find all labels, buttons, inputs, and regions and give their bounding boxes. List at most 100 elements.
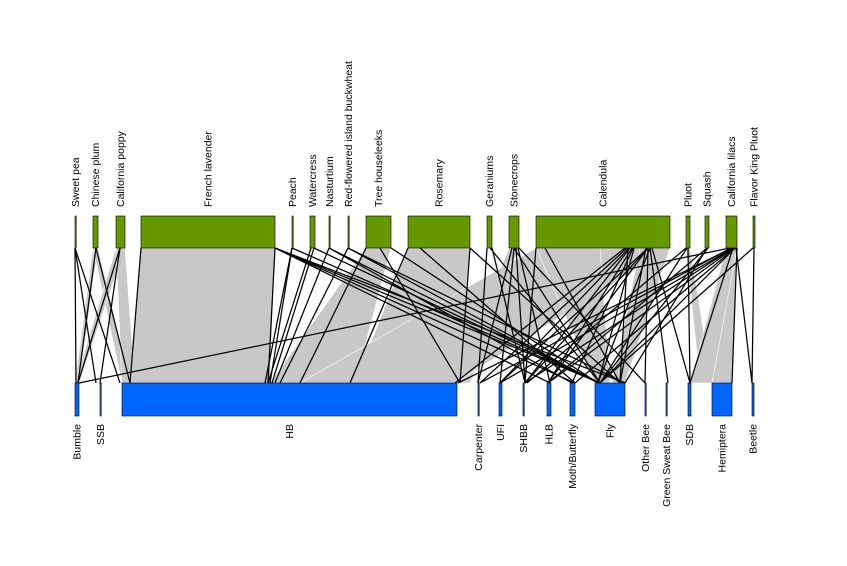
plant-bar-peach xyxy=(291,215,294,249)
interaction-line xyxy=(731,247,738,384)
interaction-line xyxy=(619,247,647,384)
interaction-line xyxy=(524,247,631,384)
interaction-line xyxy=(274,247,330,384)
interaction-lines xyxy=(74,247,755,384)
pollinator-label-hb: HB xyxy=(284,424,296,439)
interaction-line xyxy=(547,247,649,384)
interaction-line xyxy=(74,247,77,384)
pollinator-bar-beetle xyxy=(751,382,755,417)
plant-label-sweet-pea: Sweet pea xyxy=(70,157,82,207)
interaction-line xyxy=(524,247,734,384)
plant-label-flavor-king-pluot: Flavor King Pluot xyxy=(749,127,761,207)
plant-bar-stonecrops xyxy=(508,215,520,249)
pollinator-label-other-bee: Other Bee xyxy=(640,424,652,472)
interaction-line xyxy=(74,247,121,384)
pollinator-label-green-sweat-bee: Green Sweat Bee xyxy=(661,424,673,507)
pollinator-bar-moth-butterfly xyxy=(569,382,576,417)
interaction-line xyxy=(524,247,649,384)
interaction-line xyxy=(499,247,734,384)
interaction-line xyxy=(74,247,97,384)
interaction-line xyxy=(599,247,754,384)
plant-bar-sweet-pea xyxy=(74,215,77,249)
interaction-line xyxy=(419,247,576,384)
interaction-line xyxy=(599,247,736,384)
interaction-line xyxy=(491,247,526,384)
pollinator-bar-green-sweat-bee xyxy=(665,382,668,417)
plant-bar-flavor-king-pluot xyxy=(752,215,756,249)
pollinator-bar-sdb xyxy=(687,382,692,417)
interaction-line xyxy=(574,247,736,384)
pollinator-label-shbb: SHBB xyxy=(518,424,530,453)
plant-label-chinese-plum: Chinese plum xyxy=(90,143,102,207)
plant-label-calendula: Calendula xyxy=(598,160,610,207)
pollinator-labels: Bumble SSB HB Carpenter UFI SHBB HLB Moth/Butte… xyxy=(72,423,760,507)
interaction-line xyxy=(379,247,461,384)
plant-label-california-lilacs: California lilacs xyxy=(726,136,738,207)
plant-bar-california-lilacs xyxy=(725,215,738,249)
interaction-band xyxy=(129,247,276,384)
interaction-line xyxy=(77,247,97,384)
plant-label-red-flowered-island-buckwheat: Red-flowered island buckwheat xyxy=(343,61,355,207)
plant-label-tree-houseleeks: Tree houseleeks xyxy=(373,130,385,207)
pollinator-bar-carpenter xyxy=(477,382,480,417)
pollinator-bar-hlb xyxy=(546,382,552,417)
interaction-line xyxy=(735,247,753,384)
interaction-line xyxy=(129,247,142,384)
interaction-line xyxy=(299,247,367,384)
pollinator-bar-shbb xyxy=(522,382,525,417)
plant-label-california-poppy: California poppy xyxy=(115,130,127,207)
interaction-line xyxy=(454,247,626,384)
plant-bar-geraniums xyxy=(486,215,493,249)
plant-label-peach: Peach xyxy=(287,177,299,207)
plant-label-pluot: Pluot xyxy=(683,183,695,207)
pollinator-label-fly: Fly xyxy=(605,423,617,438)
pollinator-label-moth-butterfly: Moth/Butterfly xyxy=(567,423,579,489)
pollinator-bar-hemiptera xyxy=(711,382,733,417)
interaction-line xyxy=(328,247,573,384)
pollinator-bar-fly xyxy=(594,382,626,417)
interaction-line xyxy=(513,247,601,384)
pollinator-label-bumble: Bumble xyxy=(72,424,84,460)
interaction-line xyxy=(547,247,735,384)
plant-label-geraniums: Geraniums xyxy=(484,156,496,207)
pollinator-bar-ufi xyxy=(498,382,503,417)
interaction-line xyxy=(477,247,488,384)
pollinator-bars xyxy=(74,382,755,417)
interaction-line xyxy=(347,247,599,384)
interaction-line xyxy=(269,247,293,384)
interaction-line xyxy=(457,247,733,384)
interaction-line xyxy=(264,247,293,384)
plant-bar-squash xyxy=(704,215,710,249)
pollinator-label-ufi: UFI xyxy=(495,424,507,441)
interaction-line xyxy=(751,247,755,384)
interaction-line xyxy=(479,247,732,384)
plant-bar-calendula xyxy=(535,215,671,249)
interaction-line xyxy=(544,247,621,384)
plant-bar-tree-houseleeks xyxy=(365,215,392,249)
plant-bar-rosemary xyxy=(407,215,471,249)
interaction-line xyxy=(689,247,734,384)
interaction-line xyxy=(267,247,312,384)
interaction-line xyxy=(459,247,471,384)
plant-bar-california-poppy xyxy=(115,215,126,249)
plant-bar-pluot xyxy=(685,215,691,249)
plant-label-stonecrops: Stonecrops xyxy=(509,154,521,207)
pollinator-label-beetle: Beetle xyxy=(748,424,760,454)
pollinator-label-hlb: HLB xyxy=(544,424,556,444)
interaction-line xyxy=(95,247,131,384)
plant-labels: Sweet pea Chinese plum California poppy Fre… xyxy=(70,61,761,207)
interaction-line xyxy=(78,247,731,384)
plant-bar-chinese-plum xyxy=(92,215,99,249)
plant-bars xyxy=(74,215,756,249)
plant-bar-nasturtium xyxy=(328,215,331,249)
plant-bar-watercress xyxy=(309,215,316,249)
interaction-line xyxy=(649,247,669,384)
pollinator-label-ssb: SSB xyxy=(95,424,107,445)
interaction-line xyxy=(651,247,691,384)
pollinator-bar-ssb xyxy=(99,382,102,417)
pollinator-bar-hb xyxy=(121,382,458,417)
interaction-line xyxy=(515,247,526,384)
plant-label-french-lavender: French lavender xyxy=(203,131,215,207)
pollinator-label-carpenter: Carpenter xyxy=(473,424,485,471)
